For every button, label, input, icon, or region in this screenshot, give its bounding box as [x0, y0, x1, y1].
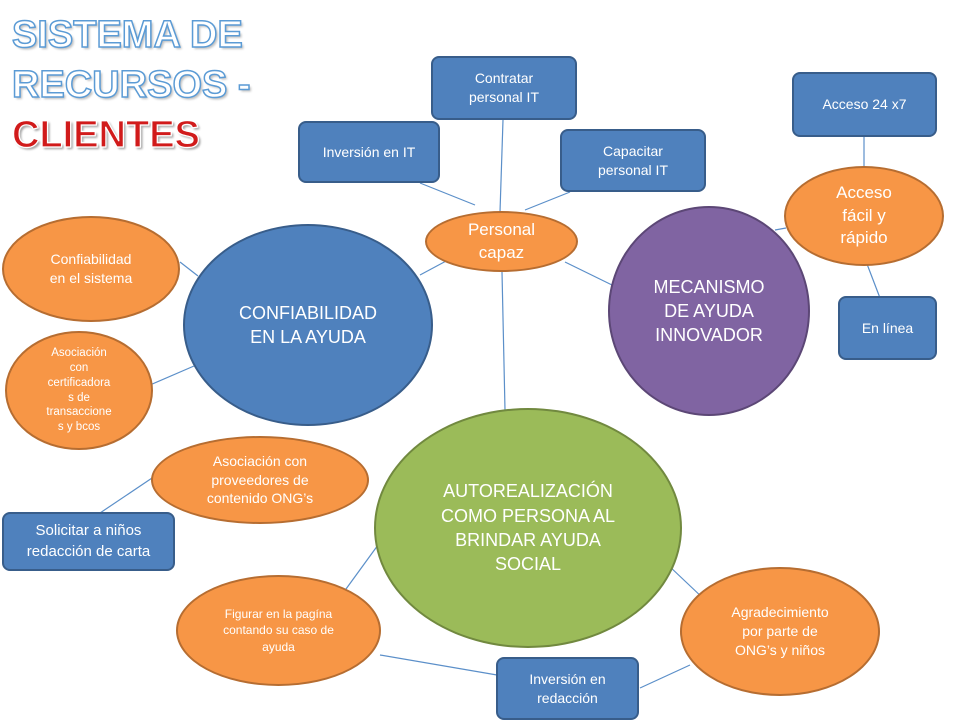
connector-personal-mecanismo — [564, 261, 613, 286]
node-confiabilidad-ayuda: CONFIABILIDAD EN LA AYUDA — [183, 224, 433, 426]
node-capacitar-personal-it: Capacitar personal IT — [560, 129, 706, 192]
connector-personal-confiabilidad — [419, 259, 449, 276]
connector-accesofacil-enlinea — [866, 263, 881, 299]
node-acceso-facil-rapido: Acceso fácil y rápido — [784, 166, 944, 266]
node-autorealizacion: AUTOREALIZACIÓN COMO PERSONA AL BRINDAR … — [374, 408, 682, 648]
title-line-3: CLIENTES — [11, 113, 200, 156]
node-confiabilidad-sistema: Confiabilidad en el sistema — [2, 216, 180, 322]
node-contratar-personal-it: Contratar personal IT — [431, 56, 577, 120]
connector-capacitar-personal — [524, 191, 571, 211]
node-confiabilidad-sistema-label: Confiabilidad en el sistema — [49, 251, 133, 286]
connector-asocprov-solicitar — [99, 473, 159, 514]
node-inversion-redaccion-label: Inversión en redacción — [529, 670, 606, 706]
node-contratar-label: Contratar personal IT — [468, 70, 540, 105]
title-line-2: RECURSOS - — [11, 63, 251, 107]
node-en-linea-label: En línea — [861, 319, 914, 336]
node-acceso247-label: Acceso 24 x7 — [822, 96, 907, 113]
title-line-1: SISTEMA DE — [11, 13, 243, 57]
connector-inversion-personal — [419, 182, 476, 206]
node-asociacion-cert-label: Asociación con certificadora s de transa… — [46, 346, 112, 434]
connector-accesofacil-mecanismo — [774, 227, 787, 231]
node-mecanismo-ayuda-innovador: MECANISMO DE AYUDA INNOVADOR — [608, 206, 810, 416]
node-confiabilidad-ayuda-label: CONFIABILIDAD EN LA AYUDA — [238, 302, 378, 347]
connector-contratar-personal — [499, 119, 504, 213]
node-personal-capaz-label: Personal capaz — [467, 219, 536, 262]
node-acceso-facil-label: Acceso fácil y rápido — [836, 182, 892, 248]
node-capacitar-label: Capacitar personal IT — [597, 142, 669, 178]
node-asociacion-prov-label: Asociación con proveedores de contenido … — [206, 452, 314, 507]
node-agradecimiento: Agradecimiento por parte de ONG’s y niño… — [680, 567, 880, 696]
node-en-linea: En línea — [838, 296, 937, 360]
node-acceso-24x7: Acceso 24 x7 — [792, 72, 937, 137]
slide-title: SISTEMA DE RECURSOS - CLIENTES — [11, 10, 251, 160]
node-asociacion-certificadoras: Asociación con certificadora s de transa… — [5, 331, 153, 450]
node-solicitar-label: Solicitar a niños redacción de carta — [26, 522, 151, 560]
node-agradecimiento-label: Agradecimiento por parte de ONG’s y niño… — [731, 604, 829, 658]
node-mecanismo-label: MECANISMO DE AYUDA INNOVADOR — [653, 276, 765, 346]
node-figurar-pagina: Figurar en la pagína contando su caso de… — [176, 575, 381, 686]
connector-figurar-inversionredaccion — [379, 654, 498, 676]
node-figurar-label: Figurar en la pagína contando su caso de… — [223, 607, 334, 654]
node-inversion-it-label: Inversión en IT — [322, 143, 416, 160]
node-autorealizacion-label: AUTOREALIZACIÓN COMO PERSONA AL BRINDAR … — [440, 481, 616, 575]
node-solicitar-carta: Solicitar a niños redacción de carta — [2, 512, 175, 571]
connector-asociacioncert-confayuda — [149, 365, 195, 386]
connector-confsistema-confayuda — [179, 261, 199, 277]
node-personal-capaz: Personal capaz — [425, 211, 578, 272]
connector-agradecimiento-inversionredaccion — [639, 664, 691, 689]
node-inversion-en-it: Inversión en IT — [298, 121, 440, 183]
node-inversion-en-redaccion: Inversión en redacción — [496, 657, 639, 720]
connector-personal-autorealizacion — [501, 271, 506, 411]
node-asociacion-proveedores: Asociación con proveedores de contenido … — [151, 436, 369, 524]
